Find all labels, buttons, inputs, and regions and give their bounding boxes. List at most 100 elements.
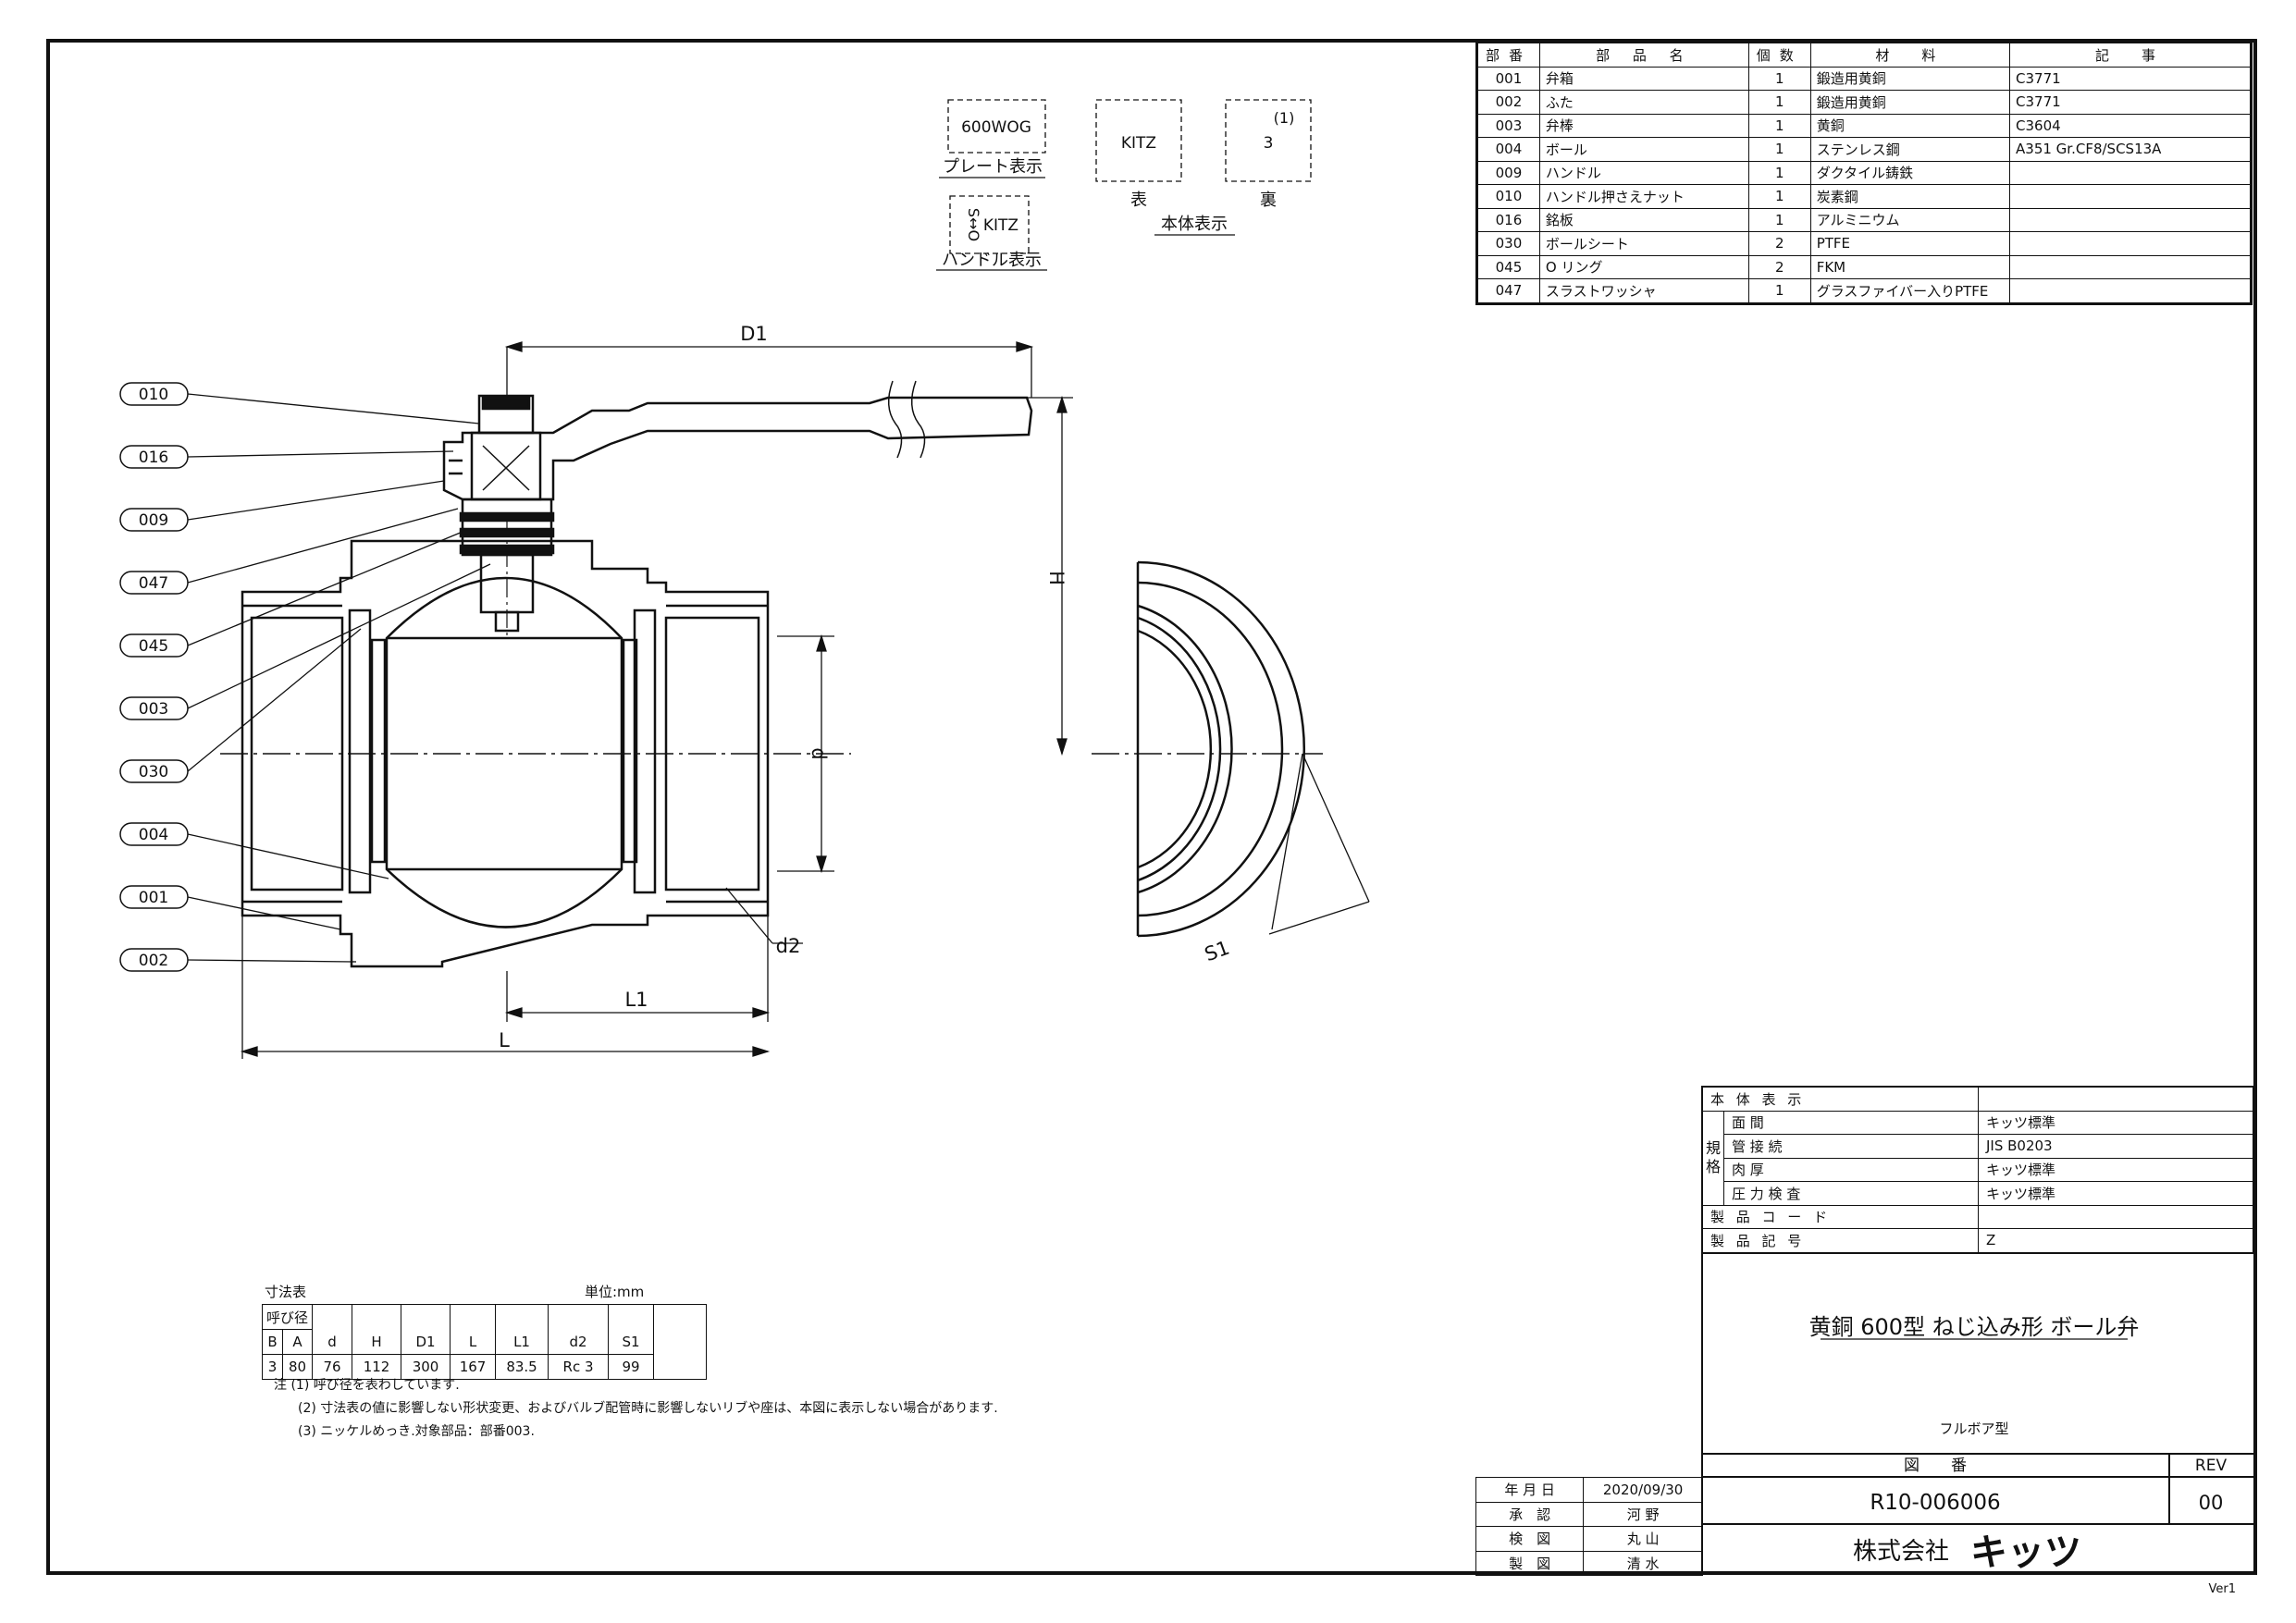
parts-cell: 047 [1476,278,1540,304]
parts-cell: C3771 [2009,66,2252,91]
plate-text: 600WOG [961,118,1031,137]
rev-label: REV [2195,1457,2228,1475]
parts-cell: C3604 [2009,113,2252,138]
part-balloon-010: 010 [119,382,189,406]
parts-cell: 2 [1747,231,1811,256]
table-row: 検 図丸 山 [1475,1526,1703,1552]
balloon-label: 004 [139,826,168,844]
dim-value-6: 83.5 [495,1354,549,1380]
sign-cell: 2020/09/30 [1583,1477,1703,1503]
dim-header-7: d2 [548,1329,610,1355]
part-balloon-001: 001 [119,885,189,909]
table-row: 承 認河 野 [1475,1501,1703,1527]
parts-cell: 1 [1747,113,1811,138]
spec-row-0-value: キッツ標準 [1978,1110,2253,1135]
parts-header-4: 記 事 [2009,42,2252,68]
parts-cell: ボールシート [1538,231,1749,256]
parts-cell: 2 [1747,254,1811,279]
parts-cell [2009,160,2252,185]
dim-d: d [808,747,830,759]
parts-cell: FKM [1809,254,2011,279]
dim-value-3: 112 [352,1354,402,1380]
dim-D1: D1 [740,323,768,345]
dim-table-unit: 単位:mm [585,1284,645,1300]
parts-cell: ダクタイル鋳鉄 [1809,160,2011,185]
parts-header-3: 材 料 [1809,42,2011,68]
sign-cell: 承 認 [1475,1501,1585,1527]
body-display-label: 本 体 表 示 [1702,1087,1979,1112]
body-back-val: 3 [1264,134,1274,153]
caption-underlines [936,177,2128,1340]
version-label: Ver1 [2209,1582,2237,1596]
parts-cell: 1 [1747,207,1811,232]
parts-cell [2009,254,2252,279]
dim-header-0: B [262,1329,283,1355]
dim-value-4: 300 [401,1354,451,1380]
sign-cell: 年 月 日 [1475,1477,1585,1503]
sign-cell: 検 図 [1475,1526,1585,1552]
drawing-subtitle: フルボア型 [1939,1420,2008,1437]
dimension-lines [240,341,1370,1059]
parts-cell: 002 [1476,90,1540,115]
parts-cell: 銘板 [1538,207,1749,232]
parts-cell: 003 [1476,113,1540,138]
part-balloon-003: 003 [119,696,189,720]
parts-cell: 001 [1476,66,1540,91]
parts-cell: 弁箱 [1538,66,1749,91]
body-front-text: KITZ [1121,134,1156,153]
parts-cell: 1 [1747,160,1811,185]
note-3: (3) ニッケルめっき.対象部品：部番003. [298,1424,535,1439]
body-back-caption: 裏 [1260,191,1277,210]
spec-row-1-value: JIS B0203 [1978,1134,2253,1159]
drawing-title: 黄銅 600型 ねじ込み形 ボール弁 [1809,1314,2140,1340]
dim-H: H [1045,571,1068,585]
sign-cell: 丸 山 [1583,1526,1703,1552]
part-balloon-009: 009 [119,508,189,532]
parts-header-1: 部 品 名 [1538,42,1749,68]
handle-caption: ハンドル表示 [942,251,1042,270]
spec-row-0-label: 面 間 [1723,1110,1979,1135]
part-balloon-016: 016 [119,445,189,469]
parts-cell: 炭素鋼 [1809,184,2011,209]
dim-value-1: 80 [281,1354,314,1380]
parts-cell: 鍛造用黄銅 [1809,66,2011,91]
parts-cell: 010 [1476,184,1540,209]
balloon-label: 003 [139,700,168,719]
valve-section [241,394,1033,968]
dim-header-4: D1 [401,1329,451,1355]
sign-cell: 製 図 [1475,1550,1585,1576]
parts-cell: アルミニウム [1809,207,2011,232]
table-row: 製 図清 水 [1475,1550,1703,1576]
dim-value-5: 167 [450,1354,497,1380]
title-block-frame [1701,1086,2256,1574]
parts-cell: O リング [1538,254,1749,279]
parts-cell: ふた [1538,90,1749,115]
parts-cell [2009,184,2252,209]
parts-cell: 1 [1747,90,1811,115]
parts-cell: ハンドル [1538,160,1749,185]
parts-cell: スラストワッシャ [1538,278,1749,304]
balloon-label: 045 [139,637,168,656]
company-name: 株式会社 [1853,1538,1949,1566]
company-logo: キッツ [1970,1531,2081,1574]
handle-kitz: KITZ [983,216,1018,235]
product-mark-label: 製 品 記 号 [1702,1228,1979,1253]
part-balloon-030: 030 [119,759,189,783]
parts-cell: 1 [1747,184,1811,209]
balloon-label: 047 [139,574,168,593]
spec-table: 本 体 表 示 規格 面 間 キッツ標準 管 接 続 JIS B0203 肉 厚… [1701,1087,2253,1253]
parts-cell: ハンドル押さえナット [1538,184,1749,209]
parts-cell: 030 [1476,231,1540,256]
dim-header-1: A [281,1329,314,1355]
dim-L: L [499,1029,510,1051]
parts-cell: ボール [1538,137,1749,162]
body-caption: 本体表示 [1161,215,1228,234]
handle-so: S↔O [965,208,982,241]
spec-row-3-value: キッツ標準 [1978,1181,2253,1206]
